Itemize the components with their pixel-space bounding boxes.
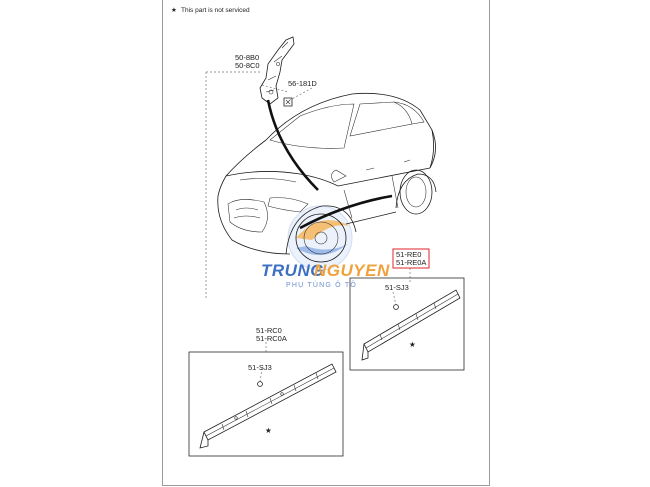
reference-arc-bracket bbox=[266, 99, 319, 191]
highlight-box bbox=[392, 248, 430, 269]
bracket-part bbox=[259, 36, 295, 105]
diagram-frame bbox=[162, 0, 490, 486]
leader-lines bbox=[205, 71, 411, 383]
callout-right-molding-a: 51-RE0 bbox=[396, 250, 421, 259]
callout-left-fastener: 51-SJ3 bbox=[248, 363, 272, 372]
note-star-symbol: ★ bbox=[171, 6, 177, 14]
reference-arc-molding bbox=[299, 194, 393, 230]
clip-part bbox=[283, 97, 293, 107]
callout-right-molding-b: 51-RE0A bbox=[396, 258, 426, 267]
vehicle-illustration bbox=[217, 93, 437, 263]
watermark-brand-2: NGUYEN bbox=[314, 261, 390, 280]
right-side-molding bbox=[361, 289, 461, 361]
right-molding-detail-box bbox=[349, 277, 465, 371]
callout-bracket-a: 50-8B0 bbox=[235, 53, 259, 62]
left-molding-detail-box bbox=[188, 351, 344, 457]
watermark-tagline: PHỤ TÙNG Ô TÔ bbox=[286, 280, 357, 289]
watermark-brand-1: TRUNG bbox=[261, 261, 324, 280]
note-text: This part is not serviced bbox=[181, 7, 250, 14]
callout-bracket-b: 50-8C0 bbox=[235, 61, 260, 70]
left-star-marker: ★ bbox=[265, 426, 272, 435]
callout-left-molding-b: 51-RC0A bbox=[256, 334, 287, 343]
callout-right-fastener: 51-SJ3 bbox=[385, 283, 409, 292]
watermark-logo bbox=[287, 205, 353, 271]
callout-left-molding-a: 51-RC0 bbox=[256, 326, 282, 335]
callout-clip: 56-181D bbox=[288, 79, 317, 88]
right-star-marker: ★ bbox=[409, 340, 416, 349]
left-side-molding bbox=[199, 363, 337, 449]
